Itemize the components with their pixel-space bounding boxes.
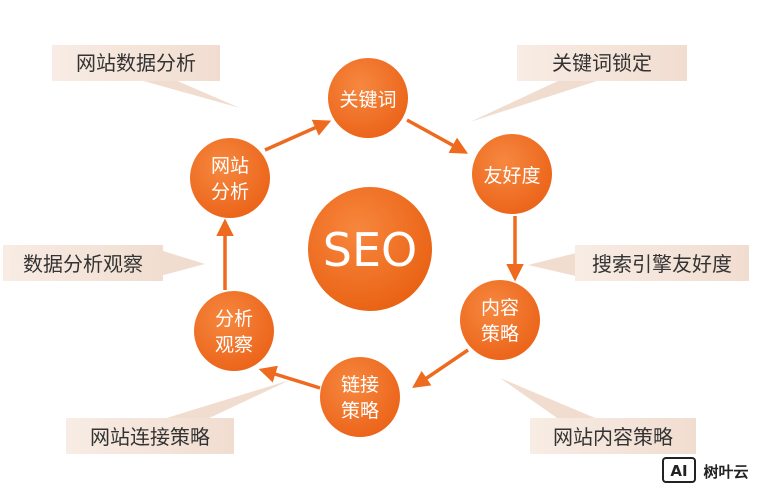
callout-site-link-strategy: 网站连接策略 [66, 380, 290, 454]
arrow-keyword-to-friendliness [406, 118, 469, 154]
callout-site-content-strategy: 网站内容策略 [500, 378, 696, 454]
callout-text-data-analysis-observation: 数据分析观察 [23, 252, 143, 276]
watermark-text: 树叶云 [703, 463, 748, 481]
node-friendliness-label: 友好度 [483, 165, 540, 187]
node-analysis-observation-label-line1: 分析 [215, 308, 253, 330]
node-content-strategy-label-line1: 内容 [481, 297, 519, 319]
callout-search-engine-friendliness: 搜索引擎友好度 [528, 245, 749, 281]
callout-text-search-engine-friendliness: 搜索引擎友好度 [592, 252, 732, 276]
watermark: AI 树叶云 [662, 457, 749, 483]
node-keyword-label: 关键词 [339, 89, 396, 111]
callout-text-site-content-strategy: 网站内容策略 [553, 425, 673, 449]
callout-text-site-data-analysis: 网站数据分析 [76, 51, 196, 75]
node-link-strategy-label-line2: 策略 [341, 400, 379, 422]
node-link-strategy: 链接 策略 [320, 357, 400, 437]
node-friendliness: 友好度 [472, 134, 552, 214]
node-site-analysis-label-line1: 网站 [211, 155, 249, 177]
watermark-badge-frame [662, 457, 696, 483]
center-label: SEO [323, 223, 417, 277]
callout-site-data-analysis: 网站数据分析 [52, 45, 240, 108]
node-link-strategy-label-line1: 链接 [341, 374, 379, 396]
watermark-badge: AI [670, 462, 687, 480]
center-seo-circle: SEO [308, 187, 432, 311]
arrow-link-to-analysis [258, 365, 321, 390]
cycle-arrows [216, 118, 524, 390]
node-keyword: 关键词 [328, 58, 408, 138]
node-content-strategy: 内容 策略 [460, 280, 540, 360]
callout-text-keyword-locking: 关键词锁定 [552, 51, 652, 75]
node-analysis-observation-label-line2: 观察 [215, 334, 253, 356]
node-analysis-observation: 分析 观察 [194, 291, 274, 371]
arrow-site-to-keyword [264, 119, 332, 152]
callout-keyword-locking: 关键词锁定 [470, 45, 687, 122]
callout-data-analysis-observation: 数据分析观察 [3, 245, 205, 281]
arrow-content-to-link [412, 348, 469, 388]
node-site-analysis: 网站 分析 [190, 138, 270, 218]
callout-text-site-link-strategy: 网站连接策略 [90, 425, 210, 449]
node-content-strategy-label-line2: 策略 [481, 323, 519, 345]
node-site-analysis-label-line2: 分析 [211, 181, 249, 203]
